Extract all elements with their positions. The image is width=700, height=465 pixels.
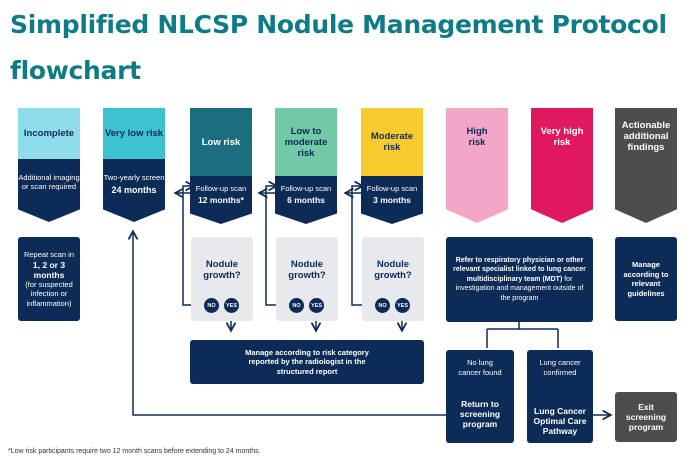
category-low-to-moderate-risk: Low to moderate risk <box>275 108 337 176</box>
category-moderate-risk: Moderate risk <box>361 108 423 176</box>
exit-program-box: Exit screening program <box>615 392 677 442</box>
lowmod-yes-pill: YES <box>309 298 324 313</box>
lung-cancer-confirmed-box: Lung cancer confirmed Lung Cancer Optima… <box>527 350 593 443</box>
low-risk-detail: Follow-up scan 12 months* <box>190 176 252 224</box>
low-no-pill: NO <box>204 298 219 313</box>
incomplete-detail: Additional imaging or scan required <box>18 159 80 222</box>
category-label: Incomplete <box>23 128 75 139</box>
refer-split <box>486 322 559 348</box>
footnote: *Low risk participants require two 12 mo… <box>8 448 261 455</box>
low-to-moderate-detail: Follow-up scan 6 months <box>275 176 337 224</box>
low-yes-pill: YES <box>224 298 239 313</box>
high-risk-referral-box: Refer to respiratory physician or other … <box>446 237 593 322</box>
category-high-risk: High risk <box>446 108 508 223</box>
category-very-high-risk: Very high risk <box>531 108 593 223</box>
no-lung-cancer-box: No lung cancer found Return to screening… <box>446 350 514 443</box>
category-label: Low to moderate risk <box>284 125 328 159</box>
nodule-growth-low-to-moderate: Nodule growth? <box>276 237 338 321</box>
referral-text: for investigation and management outside… <box>455 275 584 302</box>
category-label: High risk <box>466 126 488 148</box>
very-low-risk-detail: Two-yearly screen 24 months <box>103 159 165 222</box>
category-low-risk: Low risk <box>190 108 252 176</box>
page-title: Simplified NLCSP Nodule Management Proto… <box>10 10 667 85</box>
category-label: Very high risk <box>540 126 584 148</box>
lowmod-no-pill: NO <box>289 298 304 313</box>
category-very-low-risk: Very low risk <box>103 108 165 159</box>
category-label: Low risk <box>201 136 241 148</box>
category-actionable-findings: Actionable additional findings <box>615 108 677 223</box>
moderate-yes-pill: YES <box>395 298 410 313</box>
category-incomplete: Incomplete <box>18 108 80 159</box>
return-to-verylow-arrow <box>133 232 447 416</box>
category-label: Moderate risk <box>370 131 414 153</box>
incomplete-action-box: Repeat scan in 1, 2 or 3 months (for sus… <box>18 237 80 321</box>
referral-text-bold: Refer to respiratory physician or other … <box>453 256 586 283</box>
moderate-no-pill: NO <box>375 298 390 313</box>
moderate-risk-detail: Follow-up scan 3 months <box>361 176 423 224</box>
category-label: Very low risk <box>104 128 164 139</box>
manage-risk-category-box: Manage according to risk category report… <box>190 340 424 384</box>
category-label: Actionable additional findings <box>621 120 671 153</box>
nodule-growth-moderate: Nodule growth? <box>362 237 424 321</box>
manage-guidelines-box: Manage according to relevant guidelines <box>615 237 677 321</box>
nodule-growth-low: Nodule growth? <box>191 237 253 321</box>
